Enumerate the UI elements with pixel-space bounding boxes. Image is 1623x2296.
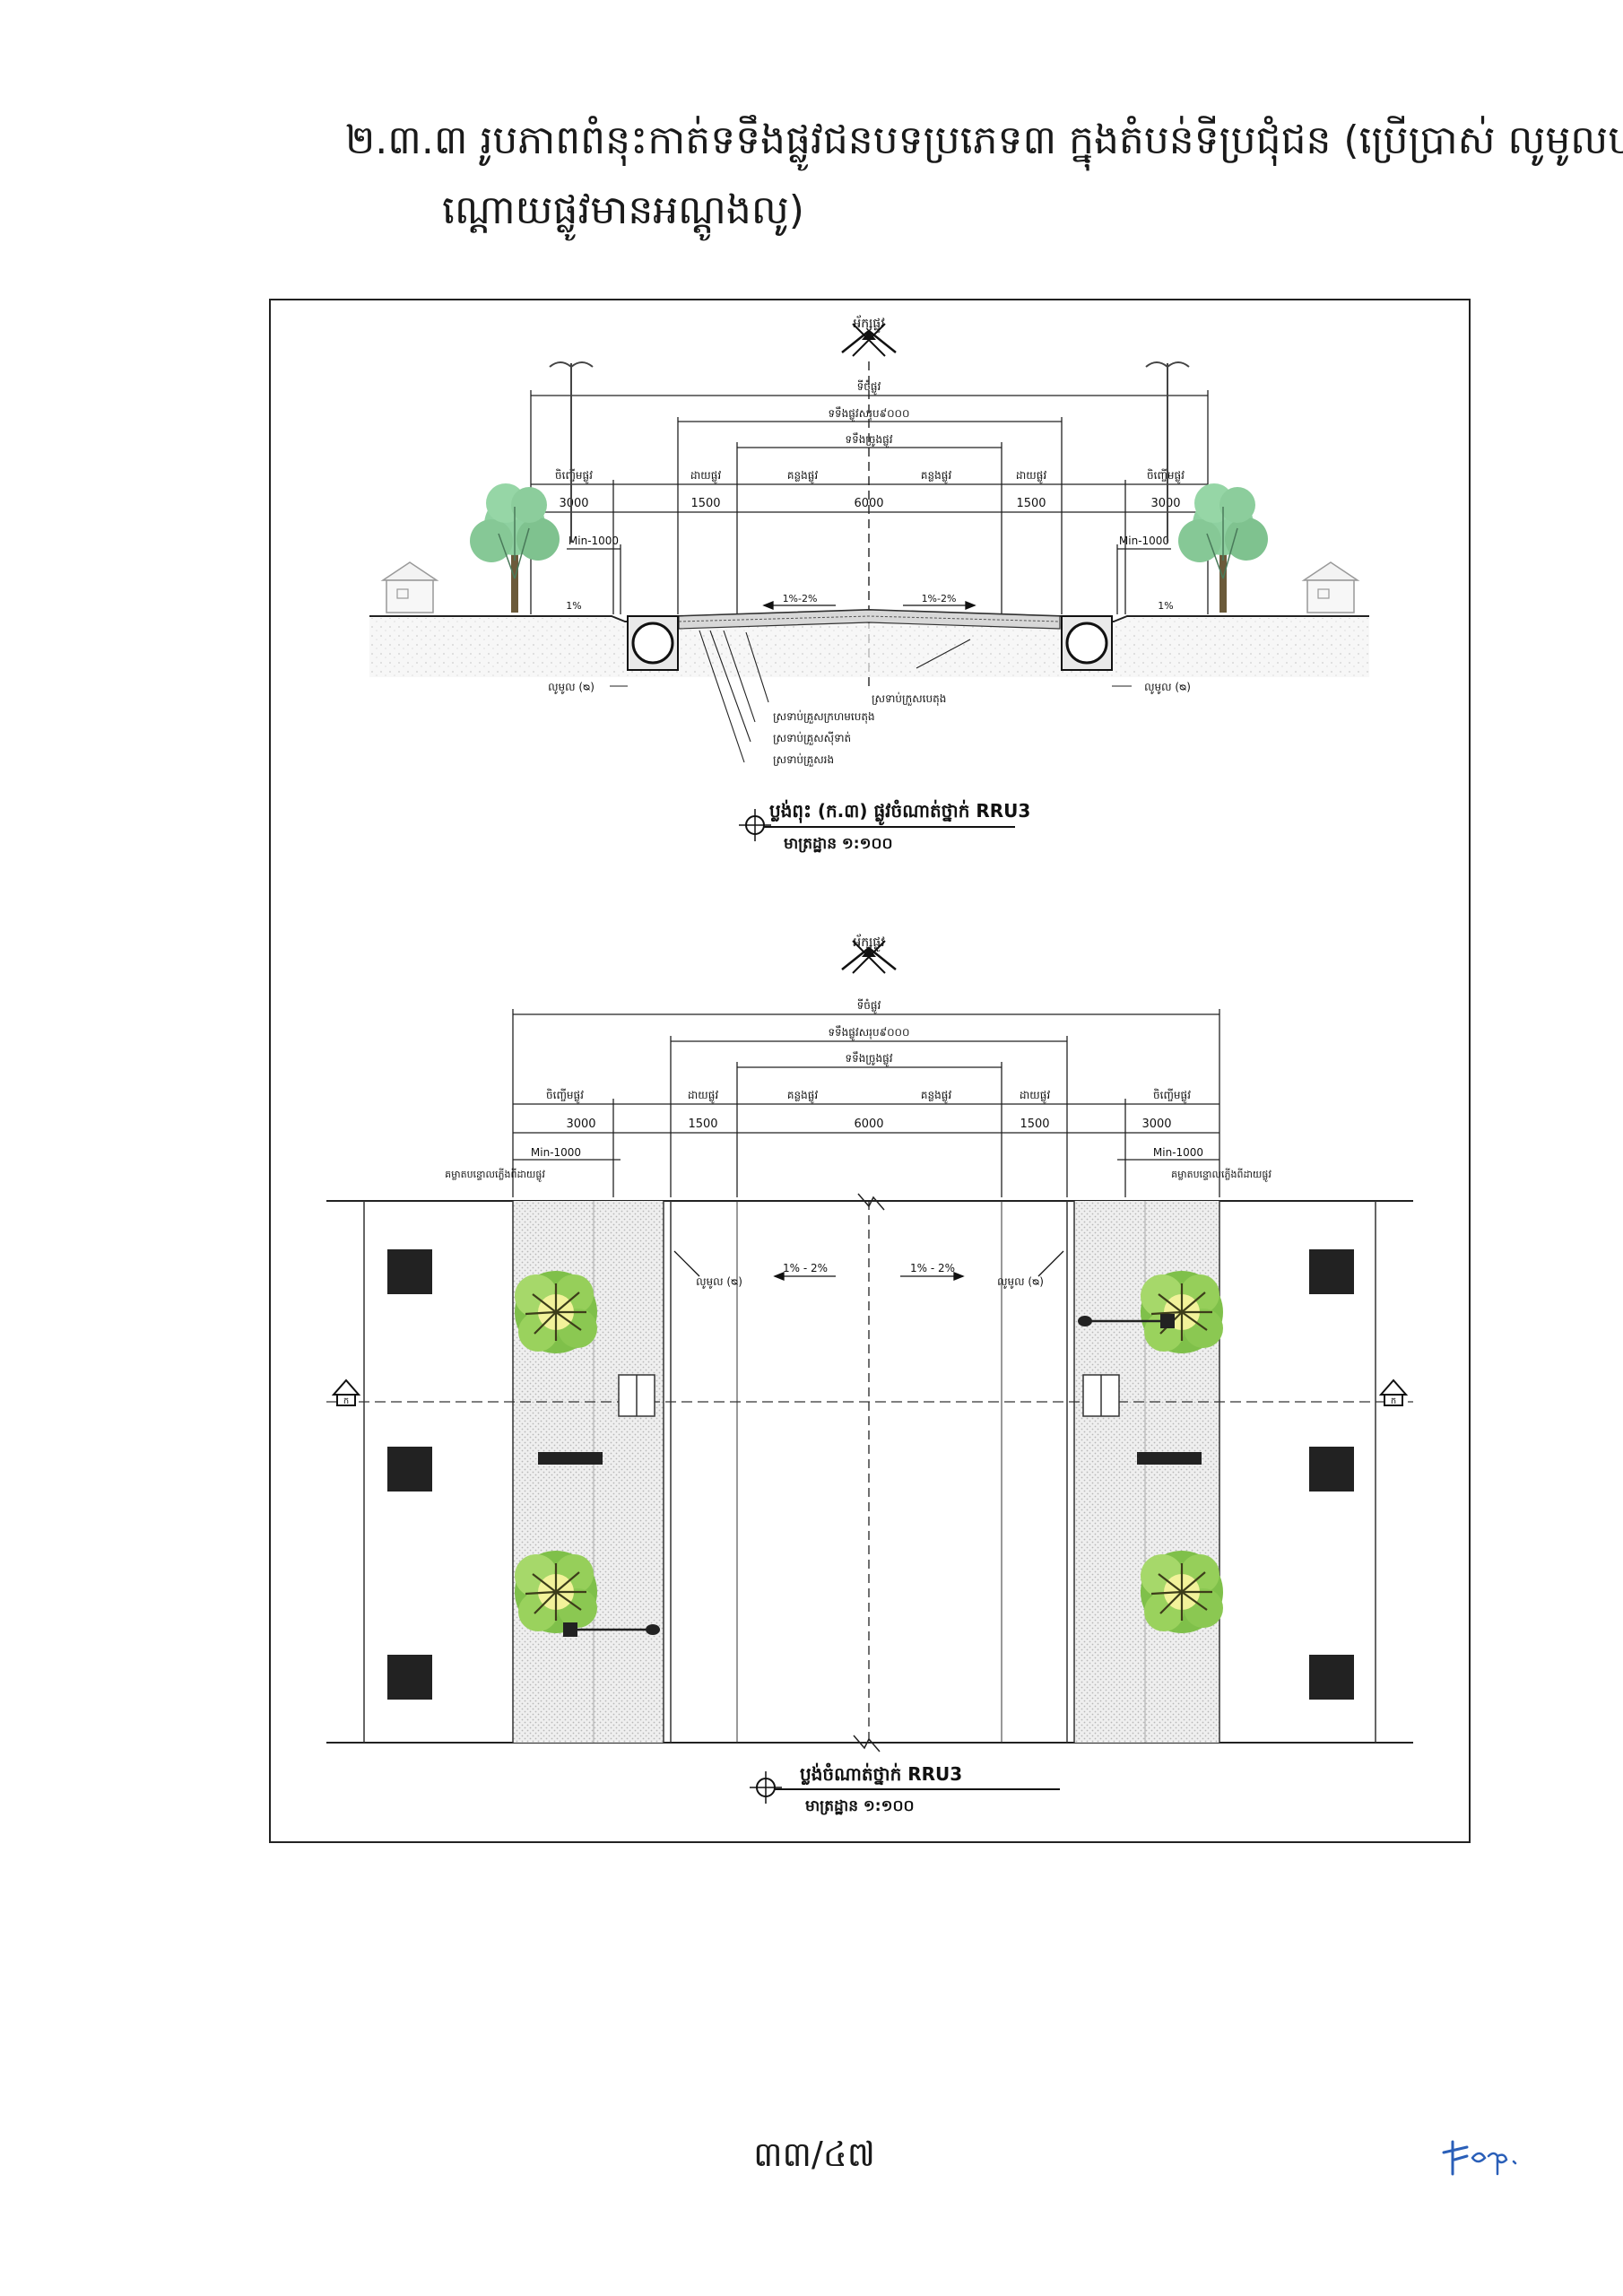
section-lamp-left: [549, 361, 594, 544]
plan-min-right: Min-1000: [1153, 1146, 1203, 1159]
plan-tree-1: [513, 1269, 599, 1355]
section-slope-left: 1%-2%: [783, 593, 818, 604]
plan-manhole-left: [618, 1374, 655, 1417]
section-layer1-label: ស្រទាប់គ្រួសក្រហមបេតុង: [773, 709, 875, 724]
plan-sidewalk-right-label: ចិញ្ចើមផ្លូវ: [1153, 1088, 1191, 1104]
plan-manhole-right: [1082, 1374, 1120, 1417]
initials-signature: [1442, 2135, 1523, 2183]
section-shoulder-left-label: ដាយផ្លូវ: [690, 469, 721, 484]
plan-drain-right-label: លូមូល (ᴓ): [997, 1275, 1044, 1289]
section-title: ប្លង់ពុះ (ក.៣) ផ្លូវចំណាត់ថ្នាក់ RRU3: [769, 799, 1030, 826]
plan-axis-label: អ័ក្សផ្លូវ: [853, 934, 885, 952]
section-drain-left: [627, 615, 679, 671]
plan-scale: មាត្រដ្ឋាន ១:១០០: [805, 1797, 915, 1815]
plan-tree-4: [1139, 1549, 1225, 1635]
section-ground-fill: [369, 618, 1369, 677]
page-number: ៣៣/៤៧: [753, 2135, 875, 2174]
section-pavement-label: ទទឹងច្រូងផ្លូវ: [845, 432, 892, 448]
plan-slope-arrows: [673, 1250, 1064, 1281]
plan-row-label: ទីចំផ្លូវ: [857, 998, 881, 1014]
plan-marker-right-label: ក: [1391, 1396, 1396, 1406]
section-leader-lines: [610, 630, 1132, 763]
plan-dim-pavement: 6000: [854, 1118, 883, 1131]
plan-lane-right-label: គន្លងផ្លូវ: [921, 1089, 951, 1104]
plan-min-left: Min-1000: [531, 1146, 581, 1159]
section-min-right: Min-1000: [1119, 535, 1169, 547]
plan-slope-left: 1% - 2%: [783, 1262, 828, 1274]
plan-section-marker-left: [331, 1378, 361, 1406]
section-side-slope-left: 1%: [566, 600, 581, 612]
plan-buildings: [387, 1249, 1354, 1700]
section-total-width-label: ទទឹងផ្លូវសរុប៩០០០: [828, 406, 909, 422]
section-dim-sidewalk-left: 3000: [559, 497, 588, 510]
section-shoulder-right-label: ដាយផ្លូវ: [1016, 469, 1046, 484]
plan-lamp-2: [1078, 1314, 1175, 1328]
heading-line-1: ២.៣.៣ រូបភាពពំនុះកាត់ទទឹងផ្លូវជនបទប្រភេទ…: [345, 117, 1623, 163]
plan-pavement-label: ទទឹងច្រូងផ្លូវ: [845, 1051, 892, 1067]
section-slope-arrows: [762, 601, 976, 610]
section-sidewalk-right-label: ចិញ្ចើមផ្លូវ: [1147, 468, 1185, 484]
section-drain-right-label: លូមូល (ᴓ): [1144, 681, 1191, 694]
plan-total-width-label: ទទឹងផ្លូវសរុប៩០០០: [828, 1025, 909, 1041]
plan-strip-lines: [363, 1201, 1376, 1743]
section-sidewalk-left-label: ចិញ្ចើមផ្លូវ: [555, 468, 593, 484]
section-lane-left-label: គន្លងផ្លូវ: [787, 469, 818, 484]
plan-title-block: [750, 1771, 1060, 1804]
plan-dimension-lines: [512, 1009, 1220, 1197]
plan-dim-sidewalk-right: 3000: [1141, 1118, 1171, 1131]
plan-dim-shoulder-right: 1500: [1020, 1118, 1049, 1131]
road-drawings: អ័ក្សផ្លូវ ទីចំផ្លូវ ទទឹងផ្លូវសរុប៩០០០ ទ…: [326, 315, 1413, 1815]
section-lane-right-label: គន្លងផ្លូវ: [921, 469, 951, 484]
plan-shoulder-right-label: ដាយផ្លូវ: [1020, 1089, 1050, 1104]
heading-line-2: ណ្ដោយផ្លូវមានអណ្ដូងលូ): [442, 187, 804, 233]
plan-sidewalk-left-label: ចិញ្ចើមផ្លូវ: [546, 1088, 584, 1104]
section-min-left: Min-1000: [568, 535, 619, 547]
section-title-block: [739, 809, 1015, 841]
section-slope-right: 1%-2%: [922, 593, 957, 604]
plan-shoulder-left-label: ដាយផ្លូវ: [688, 1089, 718, 1104]
section-row-label: ទីចំផ្លូវ: [857, 379, 881, 396]
section-house-left: [382, 561, 438, 613]
cross-section-drawing: អ័ក្សផ្លូវ ទីចំផ្លូវ ទទឹងផ្លូវសរុប៩០០០ ទ…: [369, 315, 1369, 853]
section-house-right: [1303, 561, 1358, 613]
section-drain-left-label: លូមូល (ᴓ): [548, 681, 595, 694]
plan-dim-shoulder-left: 1500: [688, 1118, 717, 1131]
plan-lamp-1: [563, 1622, 660, 1637]
plan-tree-2: [513, 1549, 599, 1635]
section-tree-right: [1177, 483, 1269, 613]
section-dim-pavement: 6000: [854, 497, 883, 510]
drawing-frame: អ័ក្សផ្លូវ ទីចំផ្លូវ ទទឹងផ្លូវសរុប៩០០០ ទ…: [269, 299, 1471, 1843]
plan-dim-sidewalk-left: 3000: [566, 1118, 595, 1131]
section-lamp-right: [1145, 361, 1190, 544]
section-axis-label: អ័ក្សផ្លូវ: [853, 315, 885, 334]
section-dimension-lines: [530, 390, 1209, 614]
plan-drawing: អ័ក្សផ្លូវ ទីចំផ្លូវ ទទឹងផ្លូវសរុប៩០០០ ទ…: [326, 934, 1413, 1815]
section-dim-shoulder-right: 1500: [1016, 497, 1046, 510]
section-layer3-label: ស្រទាប់គ្រួសរង: [773, 752, 834, 767]
section-heading: ២.៣.៣ រូបភាពពំនុះកាត់ទទឹងផ្លូវជនបទប្រភេទ…: [345, 106, 1623, 246]
section-dim-sidewalk-right: 3000: [1150, 497, 1180, 510]
plan-slope-right: 1% - 2%: [910, 1262, 955, 1274]
plan-edge-note-left: គម្លាតបន្ទោលភ្លើងពីដាយផ្លូវ: [445, 1168, 545, 1182]
section-side-slope-right: 1%: [1158, 600, 1173, 612]
plan-title: ប្លង់ចំណាត់ថ្នាក់ RRU3: [800, 1762, 962, 1786]
section-scale: មាត្រដ្ឋាន ១:១០០: [784, 835, 893, 853]
plan-drain-left-label: លូមូល (ᴓ): [696, 1275, 742, 1289]
plan-section-marker-right: [1378, 1378, 1409, 1406]
section-layer2-label: ស្រទាប់គ្រួសស៊ីទាត់: [773, 731, 851, 745]
plan-edge-note-right: គម្លាតបន្ទោលភ្លើងពីដាយផ្លូវ: [1171, 1168, 1271, 1182]
section-tree-left: [469, 483, 560, 613]
section-drain-right: [1061, 615, 1113, 671]
plan-marker-left-label: ក: [343, 1396, 349, 1406]
plan-tree-3: [1139, 1269, 1225, 1355]
plan-lane-left-label: គន្លងផ្លូវ: [787, 1089, 818, 1104]
section-base-label: ស្រទាប់ក្រួសបេតុង: [872, 691, 946, 706]
section-dim-shoulder-left: 1500: [690, 497, 720, 510]
